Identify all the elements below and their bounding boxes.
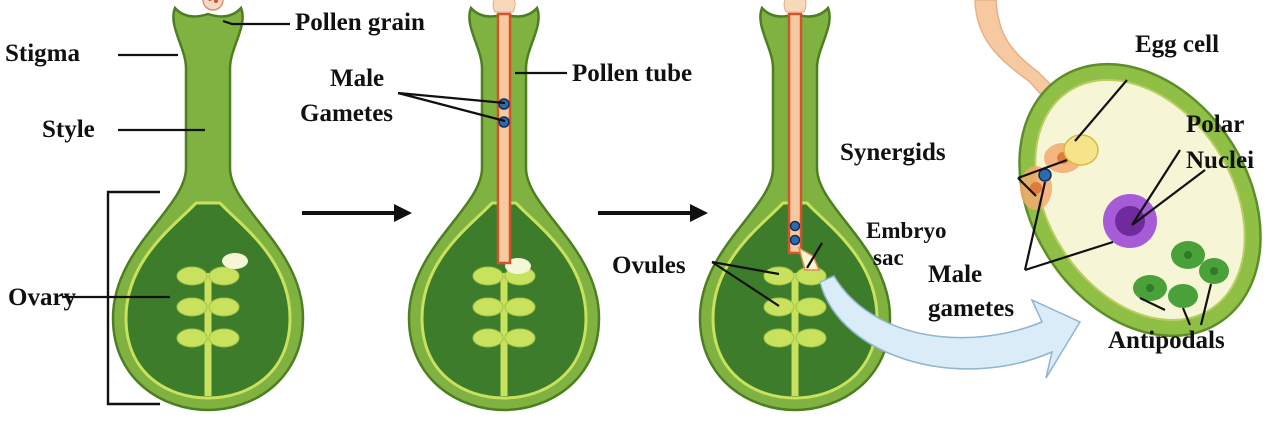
- label-polar-nuclei-bottom: Nuclei: [1186, 147, 1254, 174]
- label-ovary: Ovary: [8, 284, 77, 311]
- label-egg-cell: Egg cell: [1135, 31, 1219, 58]
- label-male-gametes-bottom: Gametes: [300, 100, 393, 127]
- pistil-3: [700, 0, 890, 410]
- label-antipodals: Antipodals: [1108, 327, 1225, 354]
- label-ovules: Ovules: [612, 252, 686, 279]
- pistil-2: [409, 0, 599, 410]
- male-gamete: [499, 117, 509, 127]
- pollen-tube-2: [498, 14, 510, 263]
- antipodal-cell: [1168, 284, 1198, 308]
- embryo-sac-enlarged: [970, 0, 1270, 381]
- label-male-gametes2-bottom: gametes: [928, 295, 1014, 322]
- label-pollen-grain: Pollen grain: [295, 9, 425, 36]
- pollen-grain: [203, 0, 223, 10]
- label-male-gametes-top: Male: [330, 65, 384, 92]
- label-pollen-tube: Pollen tube: [572, 60, 692, 87]
- label-stigma: Stigma: [5, 40, 81, 67]
- pistil-1: [113, 0, 303, 410]
- egg-cell: [1064, 135, 1098, 165]
- label-embryo-sac-bottom: sac: [873, 245, 904, 270]
- label-male-gametes2-top: Male: [928, 261, 982, 288]
- male-gamete-enlarged: [1039, 169, 1051, 181]
- pollen-tube-3: [789, 14, 801, 253]
- embryo-sac-1: [222, 253, 248, 269]
- label-embryo-sac-top: Embryo: [866, 218, 947, 243]
- label-style: Style: [42, 116, 95, 143]
- label-synergids: Synergids: [840, 139, 946, 166]
- label-polar-nuclei-top: Polar: [1186, 111, 1244, 138]
